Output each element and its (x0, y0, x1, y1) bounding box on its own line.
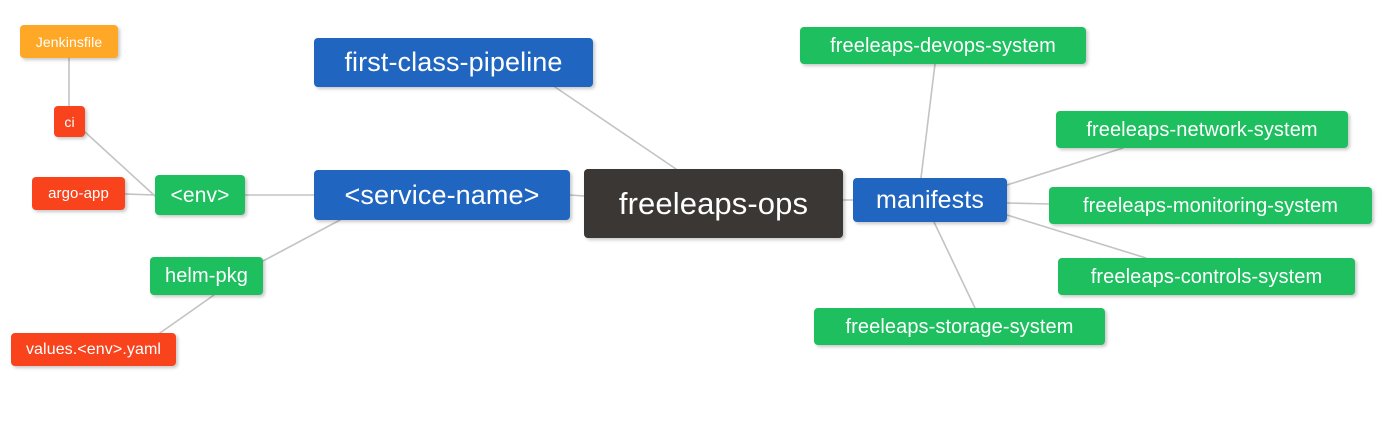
node-freeleaps-controls-system[interactable]: freeleaps-controls-system (1058, 258, 1355, 295)
node-values-yaml[interactable]: values.<env>.yaml (11, 333, 176, 366)
node-manifests[interactable]: manifests (853, 178, 1007, 222)
edge-helm-pkg-to-service-name (262, 219, 341, 262)
node-env[interactable]: <env> (155, 175, 245, 215)
node-label-freeleaps-network-system: freeleaps-network-system (1086, 118, 1318, 141)
node-helm-pkg[interactable]: helm-pkg (150, 257, 263, 295)
node-first-class-pipeline[interactable]: first-class-pipeline (314, 38, 593, 87)
node-label-freeleaps-devops-system: freeleaps-devops-system (830, 34, 1056, 57)
edge-argo-app-to-env (124, 193, 156, 196)
node-label-manifests: manifests (876, 185, 984, 214)
node-label-freeleaps-storage-system: freeleaps-storage-system (845, 315, 1074, 338)
edge-ci-to-env (84, 131, 156, 197)
node-service-name[interactable]: <service-name> (314, 170, 570, 220)
node-freeleaps-devops-system[interactable]: freeleaps-devops-system (800, 27, 1086, 64)
node-freeleaps-monitoring-system[interactable]: freeleaps-monitoring-system (1049, 187, 1372, 224)
edge-service-name-to-freeleaps-ops (569, 194, 585, 197)
node-label-values-yaml: values.<env>.yaml (25, 340, 162, 358)
node-argo-app[interactable]: argo-app (32, 177, 125, 210)
edge-manifests-to-freeleaps-devops-system (920, 63, 936, 179)
edge-manifests-to-freeleaps-monitoring-system (1006, 202, 1050, 205)
node-freeleaps-storage-system[interactable]: freeleaps-storage-system (814, 308, 1105, 345)
node-label-service-name: <service-name> (344, 179, 540, 210)
node-jenkinsfile[interactable]: Jenkinsfile (20, 25, 118, 58)
node-freeleaps-ops[interactable]: freeleaps-ops (584, 169, 843, 238)
edge-first-class-pipeline-to-freeleaps-ops (554, 86, 677, 170)
node-label-freeleaps-ops: freeleaps-ops (618, 186, 809, 221)
node-label-first-class-pipeline: first-class-pipeline (344, 47, 563, 77)
node-label-jenkinsfile: Jenkinsfile (35, 33, 103, 50)
node-ci[interactable]: ci (54, 106, 85, 137)
node-label-helm-pkg: helm-pkg (164, 265, 249, 287)
node-freeleaps-network-system[interactable]: freeleaps-network-system (1056, 111, 1348, 148)
node-label-env: <env> (170, 183, 230, 207)
edge-manifests-to-freeleaps-storage-system (933, 221, 976, 309)
node-label-argo-app: argo-app (48, 185, 109, 202)
edge-values-yaml-to-helm-pkg (159, 294, 215, 334)
edge-manifests-to-freeleaps-network-system (1006, 147, 1124, 186)
node-label-ci: ci (64, 113, 75, 130)
edge-manifests-to-freeleaps-controls-system (1006, 214, 1147, 259)
node-label-freeleaps-monitoring-system: freeleaps-monitoring-system (1082, 194, 1338, 217)
node-label-freeleaps-controls-system: freeleaps-controls-system (1090, 265, 1323, 288)
